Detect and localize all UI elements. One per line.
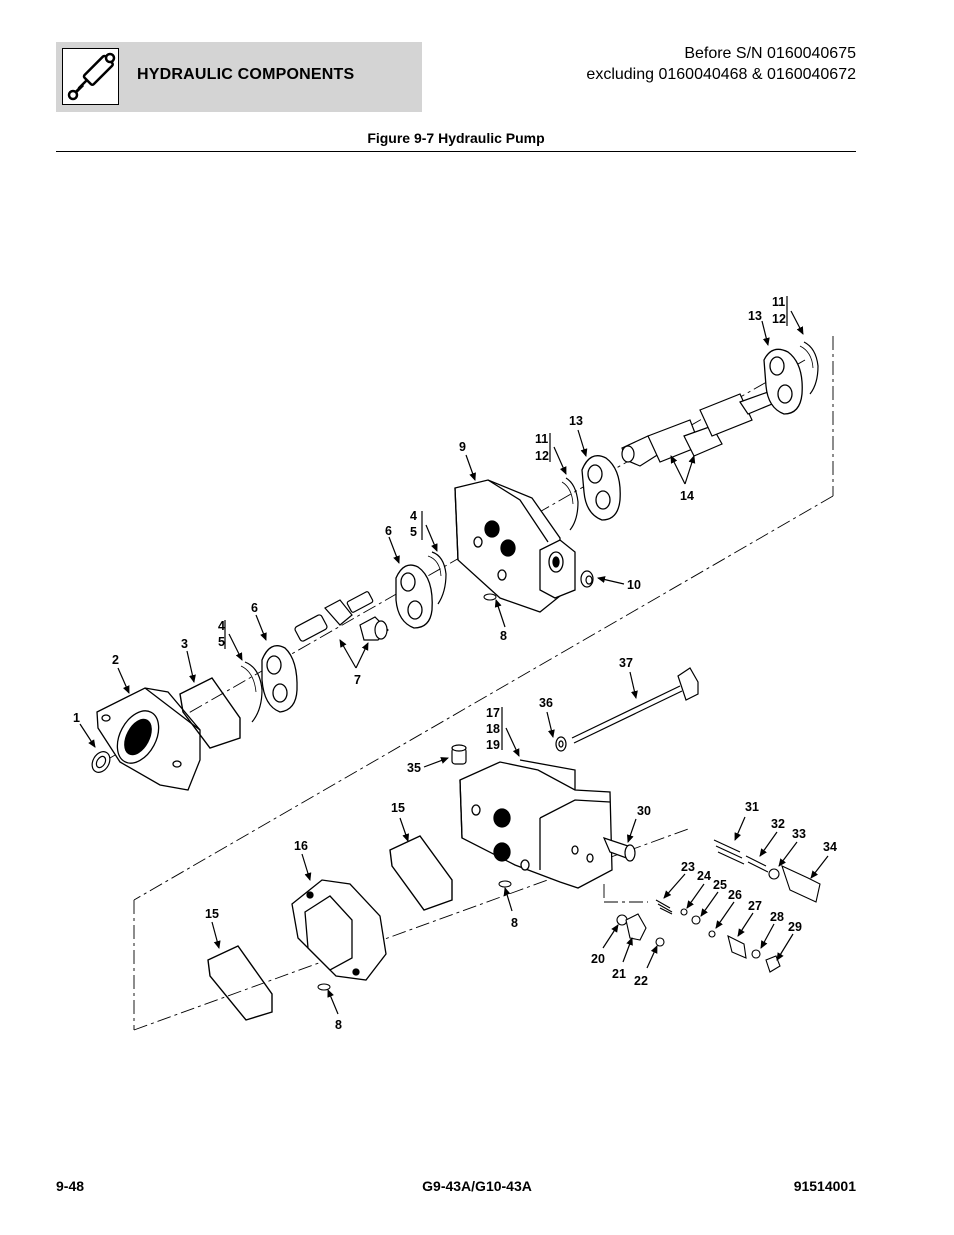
part-6-wear-plate-upper [395, 564, 433, 629]
callout-34: 34 [823, 840, 837, 854]
callout-4-lower: 4 [218, 619, 225, 633]
relief-valve-components [616, 839, 821, 973]
callout-6-lower: 6 [251, 601, 258, 615]
section-header-box: HYDRAULIC COMPONENTS [56, 42, 422, 112]
callout-37: 37 [619, 656, 633, 670]
callout-31: 31 [745, 800, 759, 814]
part-6-wear-plate-lower [261, 645, 298, 713]
part-4-5-seal-upper [431, 551, 447, 605]
part-8-dowel-pin-lower [317, 983, 331, 991]
callout-28: 28 [770, 910, 784, 924]
part-36-washer [555, 736, 567, 752]
callout-7: 7 [354, 673, 361, 687]
callout-8-upper: 8 [500, 629, 507, 643]
callout-15-lower: 15 [205, 907, 219, 921]
part-15-gasket-mid [389, 835, 453, 911]
callout-32: 32 [771, 817, 785, 831]
part-11-12-seal-upper [803, 341, 819, 395]
callout-18: 18 [486, 722, 500, 736]
part-30-fitting [602, 837, 636, 862]
callout-10: 10 [627, 578, 641, 592]
part-34-cap [781, 864, 821, 903]
callout-8-lower: 8 [335, 1018, 342, 1032]
callout-20: 20 [591, 952, 605, 966]
part-27-poppet [727, 934, 747, 959]
callout-14: 14 [680, 489, 694, 503]
part-8-dowel-pin-mid [498, 880, 512, 888]
callout-21: 21 [612, 967, 626, 981]
callout-13-mid: 13 [569, 414, 583, 428]
callout-19: 19 [486, 738, 500, 752]
part-26-washer [708, 930, 716, 938]
callout-labels: 1 2 3 4 5 6 7 6 4 5 8 9 10 11 12 13 14 1… [73, 295, 837, 1032]
callout-15-mid: 15 [391, 801, 405, 815]
part-31-spring [713, 839, 745, 865]
part-33-o-ring [768, 868, 780, 880]
part-11-12-seal-mid [565, 477, 579, 531]
part-14-drive-gears [621, 391, 773, 467]
part-16-adapter-plate [291, 879, 387, 981]
part-24-ball [680, 908, 688, 916]
callout-6-upper: 6 [385, 524, 392, 538]
callout-33: 33 [792, 827, 806, 841]
part-23-spring [655, 899, 673, 915]
serial-applicability: Before S/N 0160040675 excluding 01600404… [586, 43, 856, 85]
callout-29: 29 [788, 920, 802, 934]
callout-11-upper: 11 [772, 295, 785, 309]
part-13-thrust-plate-mid [581, 455, 621, 521]
part-32-spring [745, 855, 769, 873]
hydraulic-cylinder-icon [62, 48, 119, 105]
part-13-thrust-plate-upper [763, 348, 803, 415]
serial-line-2: excluding 0160040468 & 0160040672 [586, 66, 856, 83]
callout-24: 24 [697, 869, 711, 883]
part-37-bolt [571, 667, 699, 744]
document-number: 91514001 [793, 1178, 856, 1194]
part-25-o-ring [691, 915, 701, 925]
callout-22: 22 [634, 974, 648, 988]
callout-1: 1 [73, 711, 80, 725]
callout-9: 9 [459, 440, 466, 454]
callout-4-upper: 4 [410, 509, 417, 523]
part-8-dowel-pin-upper [483, 593, 497, 601]
figure-title: Figure 9-7 Hydraulic Pump [367, 130, 545, 146]
part-1-seal-washer [91, 751, 111, 773]
serial-line-1: Before S/N 0160040675 [684, 45, 856, 62]
part-28-o-ring [751, 949, 761, 959]
callout-5-upper: 5 [410, 525, 417, 539]
page-number: 9-48 [56, 1178, 85, 1194]
callout-27: 27 [748, 899, 762, 913]
callout-11-mid: 11 [535, 432, 548, 446]
callout-leaders [79, 296, 829, 1015]
part-21-valve-seat [625, 913, 647, 941]
section-title: HYDRAULIC COMPONENTS [137, 66, 355, 83]
part-15-gasket-lower [207, 945, 273, 1021]
callout-8-mid: 8 [511, 916, 518, 930]
part-7-gear-shafts [294, 591, 389, 642]
part-9-gear-housing [454, 479, 576, 613]
callout-30: 30 [637, 804, 651, 818]
part-2-mounting-flange [96, 687, 201, 791]
model-number: G9-43A/G10-43A [422, 1178, 532, 1194]
part-10-plug [580, 570, 594, 588]
callout-5-lower: 5 [218, 635, 225, 649]
part-3-gasket [179, 677, 241, 749]
callout-2: 2 [112, 653, 119, 667]
part-35-fitting [451, 744, 467, 765]
callout-12-mid: 12 [535, 449, 549, 463]
callout-17: 17 [486, 706, 500, 720]
callout-16: 16 [294, 839, 308, 853]
callout-36: 36 [539, 696, 553, 710]
callout-3: 3 [181, 637, 188, 651]
header-divider [56, 151, 856, 152]
callout-35: 35 [407, 761, 421, 775]
callout-12-upper: 12 [772, 312, 786, 326]
callout-13-upper: 13 [748, 309, 762, 323]
callout-26: 26 [728, 888, 742, 902]
part-17-18-19-port-end-cover [459, 759, 613, 889]
callout-25: 25 [713, 878, 727, 892]
callout-23: 23 [681, 860, 695, 874]
part-22-plug [655, 937, 665, 947]
part-4-5-seal-lower [244, 661, 263, 723]
